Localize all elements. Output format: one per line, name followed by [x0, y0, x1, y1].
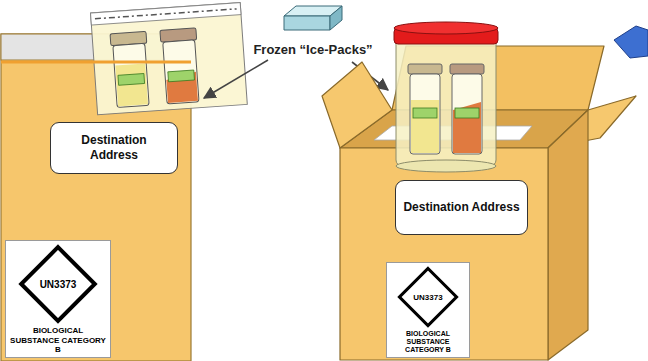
adhesive-strip [1, 61, 191, 64]
hazard-label: UN3373BIOLOGICAL SUBSTANCE CATEGORY B [5, 240, 111, 358]
blue-marker [614, 26, 648, 58]
un-number: UN3373 [18, 279, 98, 290]
un-number: UN3373 [397, 292, 459, 301]
category-text: BIOLOGICAL SUBSTANCE CATEGORY B [8, 326, 108, 354]
address-text: Destination Address [403, 200, 519, 215]
address-label: Destination Address [395, 180, 528, 235]
un-diamond: UN3373 [18, 244, 98, 324]
specimen-bag [91, 3, 248, 115]
caption-label: Frozen “Ice-Packs” [250, 42, 376, 58]
pointer-arrow [204, 60, 268, 98]
ice-pack [284, 6, 342, 30]
cardboard-box [322, 46, 636, 360]
address-text: Destination Address [57, 133, 171, 163]
hazard-label: UN3373BIOLOGICAL SUBSTANCE CATEGORY B [386, 262, 470, 358]
un-diamond: UN3373 [397, 266, 459, 328]
specimen-jar [394, 22, 498, 172]
category-text: BIOLOGICAL SUBSTANCE CATEGORY B [389, 330, 467, 354]
address-label: Destination Address [50, 122, 178, 174]
